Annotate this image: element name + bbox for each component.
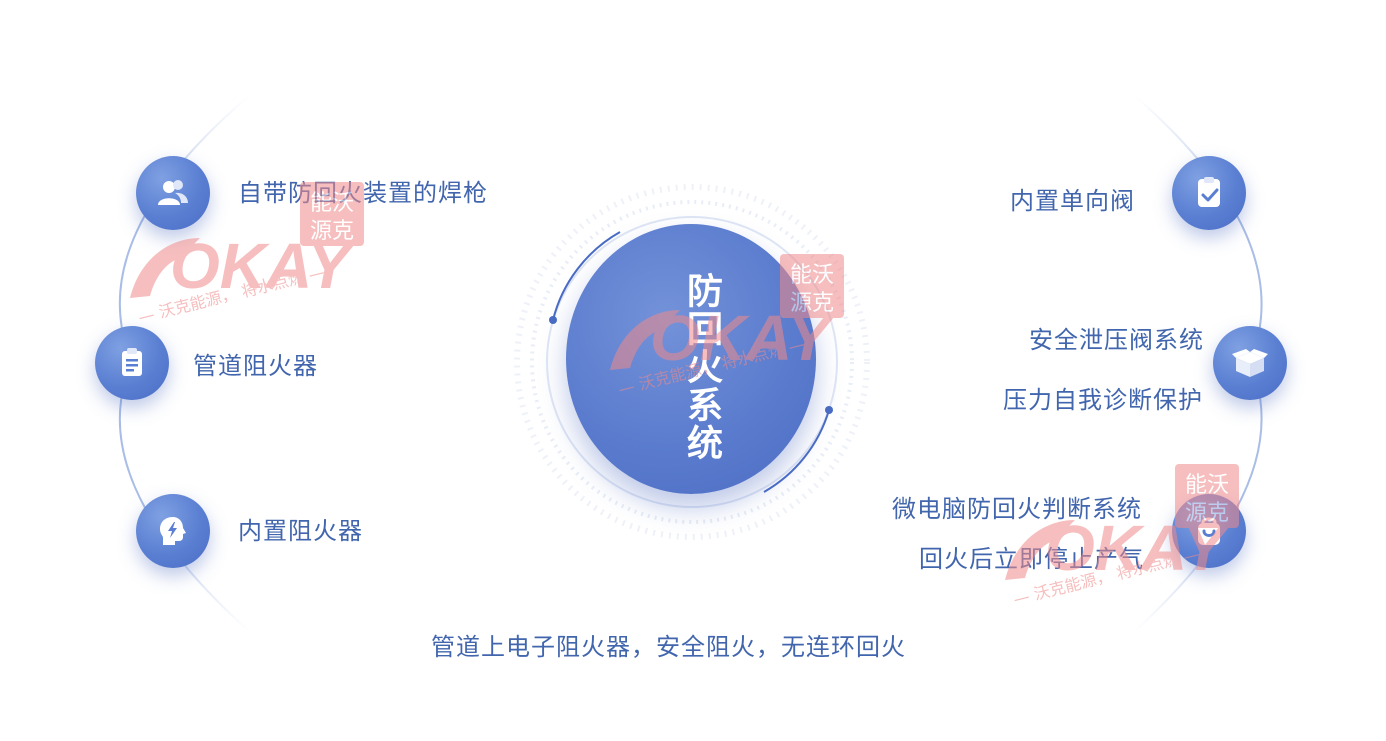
- center-core-circle: [566, 224, 816, 494]
- footer-text: 管道上电子阻火器，安全阻火，无连环回火: [431, 633, 906, 661]
- bag-icon: [1172, 494, 1246, 568]
- clipboard-check-icon: [1172, 156, 1246, 230]
- head-bolt-icon: [136, 494, 210, 568]
- left-item-label-2: 管道阻火器: [193, 352, 318, 380]
- right-item-2-line-2: 压力自我诊断保护: [1003, 386, 1203, 414]
- left-item-label-1: 自带防回火装置的焊枪: [238, 179, 488, 207]
- clipboard-icon: [95, 326, 169, 400]
- right-item-2-line-1: 安全泄压阀系统: [1029, 326, 1204, 354]
- right-item-3-line-2: 回火后立即停止产气: [919, 545, 1144, 573]
- right-item-1-line-1: 内置单向阀: [1010, 187, 1135, 215]
- users-icon: [136, 156, 210, 230]
- center-title: 防回火系统: [681, 272, 722, 462]
- box-icon: [1213, 326, 1287, 400]
- left-item-label-3: 内置阻火器: [238, 517, 363, 545]
- right-item-3-line-1: 微电脑防回火判断系统: [892, 495, 1142, 523]
